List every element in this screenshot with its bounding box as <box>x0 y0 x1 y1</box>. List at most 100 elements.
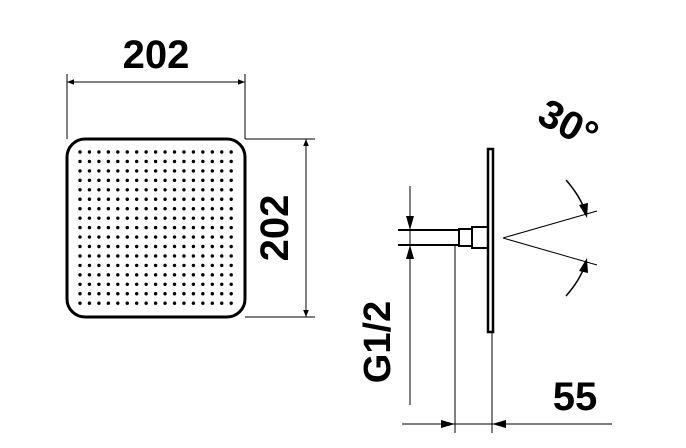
thread-dimension: G1/2 <box>357 186 414 405</box>
nozzle-dot <box>116 225 120 230</box>
nozzle-dot <box>97 292 101 296</box>
nozzle-dot <box>220 301 224 305</box>
nozzle-dot <box>153 169 158 173</box>
nozzle-dot <box>87 188 92 192</box>
nozzle-dot <box>229 244 233 249</box>
nozzle-dot <box>191 197 196 201</box>
nozzle-dot <box>172 178 177 183</box>
nozzle-dot <box>97 254 101 258</box>
nozzle-dot <box>163 197 167 201</box>
nozzle-dot <box>220 282 224 286</box>
nozzle-dot <box>97 169 101 173</box>
nozzle-dot <box>78 225 82 230</box>
nozzle-dot <box>163 169 167 173</box>
shower-head-outline <box>65 137 247 319</box>
nozzle-dot <box>135 244 139 249</box>
nozzle-dot <box>106 235 111 239</box>
nozzle-dot <box>172 263 177 268</box>
nozzle-dot <box>97 178 101 183</box>
nozzle-dot <box>106 159 111 164</box>
nozzle-dot <box>153 207 158 211</box>
nozzle-dot <box>191 225 196 230</box>
nozzle-dot <box>163 235 167 239</box>
nozzle-dot <box>220 207 224 211</box>
nozzle-dot <box>153 292 158 296</box>
nozzle-dot <box>116 216 120 220</box>
nozzle-dot <box>201 292 205 296</box>
nozzle-dot <box>135 150 139 154</box>
nozzle-dot <box>182 169 186 173</box>
nozzle-dot <box>144 150 148 154</box>
nozzle-dot <box>172 235 177 239</box>
nozzle-dot <box>116 301 120 305</box>
nozzle-dot <box>163 282 167 286</box>
nozzle-dot <box>106 282 111 286</box>
width-label: 202 <box>123 33 190 77</box>
nozzle-dot <box>210 169 214 173</box>
nozzle-dot <box>78 273 82 277</box>
depth-arrow-left <box>441 420 455 428</box>
nozzle-dot <box>220 263 224 268</box>
nozzle-dot <box>172 150 177 154</box>
nozzle-dot <box>201 150 205 154</box>
nozzle-dot <box>87 159 92 164</box>
nozzle-dot <box>182 254 186 258</box>
nozzle-dot <box>144 216 148 220</box>
nozzle-dot <box>210 301 214 305</box>
nozzle-dot <box>153 282 158 286</box>
nozzle-dot <box>172 254 177 258</box>
nozzle-dot <box>153 263 158 268</box>
nozzle-dot <box>106 216 111 220</box>
nozzle-dot <box>229 263 233 268</box>
nozzle-dot <box>191 254 196 258</box>
nozzle-dot <box>125 159 129 164</box>
nozzle-dot <box>172 244 177 249</box>
nozzle-dot <box>182 282 186 286</box>
nozzle-dot <box>210 188 214 192</box>
nozzle-dot <box>182 188 186 192</box>
nozzle-dot <box>191 159 196 164</box>
nozzle-dot <box>210 150 214 154</box>
nozzle-dot <box>229 197 233 201</box>
nozzle-dot <box>116 169 120 173</box>
nozzle-dot <box>144 207 148 211</box>
nozzle-dot <box>220 216 224 220</box>
nozzle-dot <box>97 273 101 277</box>
nozzle-dot <box>172 159 177 164</box>
height-label: 202 <box>253 195 297 262</box>
nozzle-dot <box>87 292 92 296</box>
nozzle-dot <box>135 273 139 277</box>
nozzle-dot <box>229 207 233 211</box>
nozzle-dot <box>116 273 120 277</box>
height-dimension: 202 <box>245 138 315 318</box>
nozzle-dot <box>220 197 224 201</box>
nozzle-dot <box>153 301 158 305</box>
nozzle-dot <box>87 273 92 277</box>
nozzle-dot <box>97 301 101 305</box>
nozzle-dot <box>106 301 111 305</box>
nozzle-dot <box>182 216 186 220</box>
nozzle-dot <box>125 178 129 183</box>
nozzle-dot <box>163 292 167 296</box>
nozzle-dot <box>201 216 205 220</box>
nozzle-dot <box>229 301 233 305</box>
nozzle-dot <box>78 282 82 286</box>
nozzle-dot <box>144 159 148 164</box>
nozzle-dot <box>182 292 186 296</box>
nozzle-dot <box>116 292 120 296</box>
nozzle-dot <box>182 235 186 239</box>
nozzle-dot <box>191 207 196 211</box>
width-dimension: 202 <box>66 33 246 139</box>
nozzle-dot <box>87 263 92 268</box>
nozzle-dot <box>106 254 111 258</box>
nozzle-dot <box>191 235 196 239</box>
nozzle-dot <box>106 225 111 230</box>
nozzle-dot <box>135 263 139 268</box>
nozzle-dot <box>182 273 186 277</box>
nozzle-dot <box>116 235 120 239</box>
nozzle-dot <box>229 216 233 220</box>
nozzle-dot <box>106 244 111 249</box>
nozzle-dot <box>191 188 196 192</box>
nozzle-dot <box>144 292 148 296</box>
nozzle-dot <box>201 188 205 192</box>
